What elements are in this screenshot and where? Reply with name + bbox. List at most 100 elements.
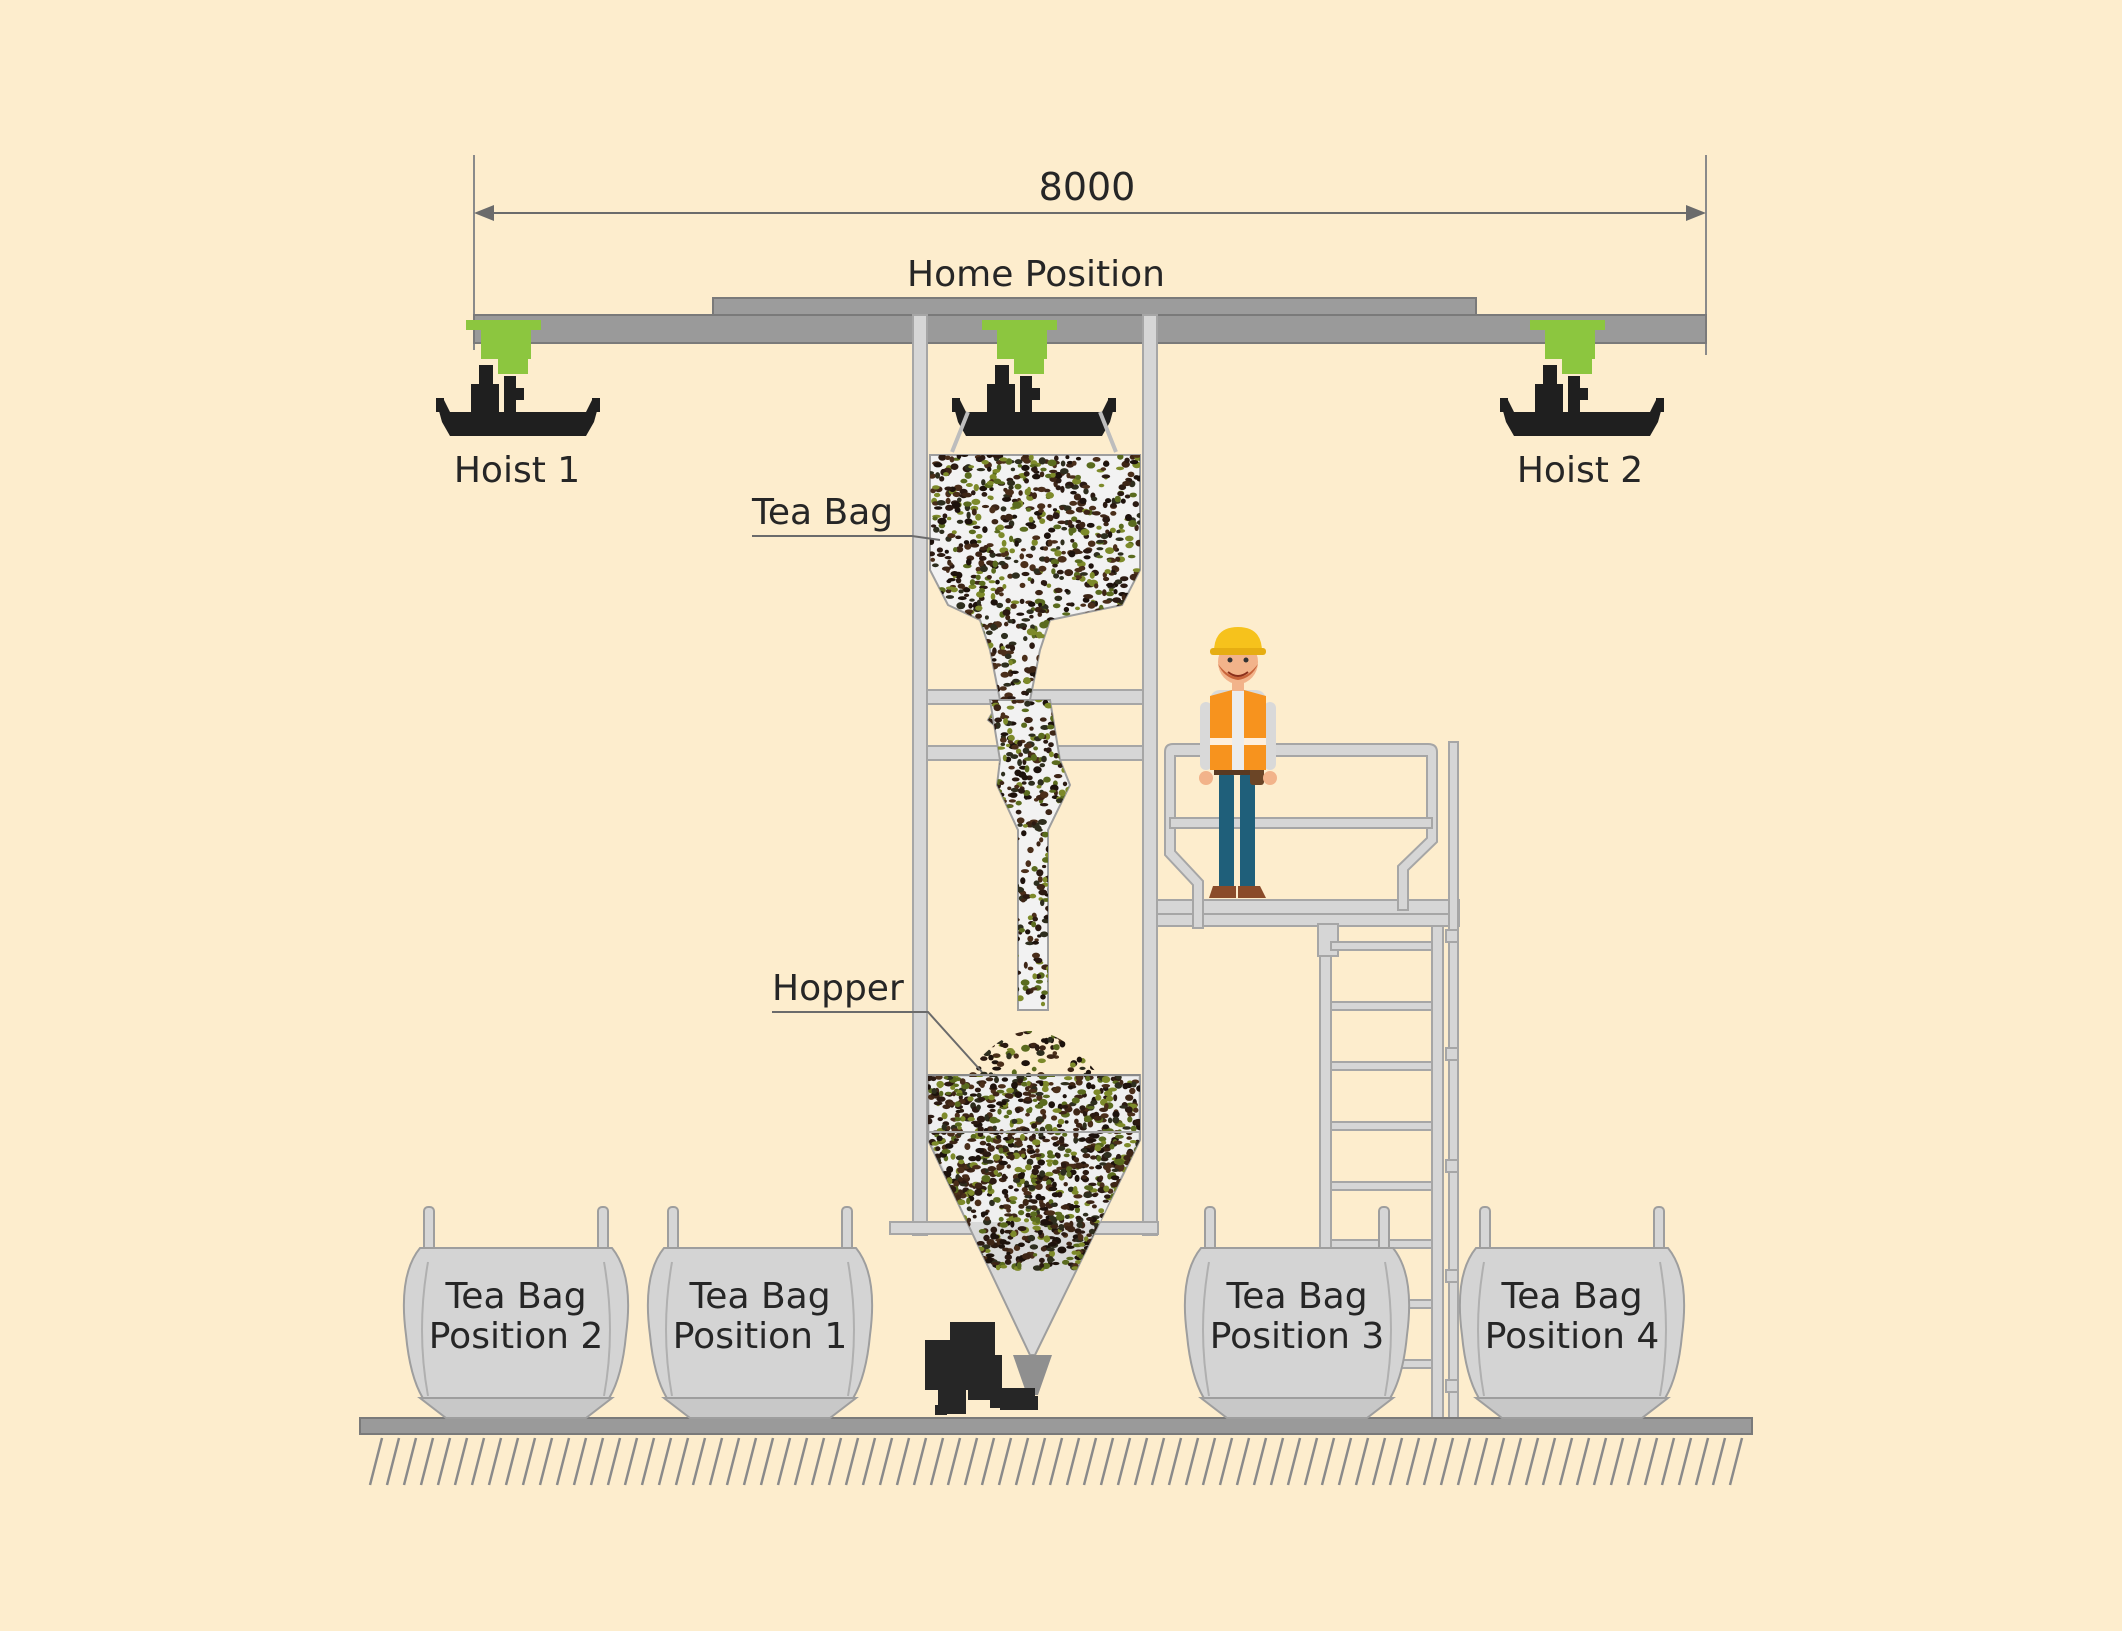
tea-particle [1035,1116,1045,1123]
tea-particle [1017,740,1023,747]
tea-particle [1071,460,1077,466]
tea-particle [1083,1258,1091,1264]
tea-particle [1059,1006,1065,1010]
tea-particle [1074,559,1083,564]
hatch-line [725,1437,741,1486]
tea-particle [944,637,953,643]
tea-particle [935,1195,945,1201]
tea-particle [975,605,983,611]
tea-particle [1061,856,1069,864]
tea-particle [1135,680,1140,686]
tea-particle [1104,569,1111,574]
worker-figure [1199,627,1277,898]
tea-particle [1062,1132,1068,1137]
tea-particle [1071,516,1078,522]
tea-particle [929,1186,935,1192]
tea-particle [1037,819,1047,825]
tea-particle [997,978,1003,983]
tea-particle [929,1259,939,1267]
tea-particle [1032,952,1040,959]
tea-particle [1030,1211,1038,1217]
tea-particle [1026,1080,1031,1087]
tea-particle [1112,597,1122,603]
tea-particle [964,637,970,644]
tea-particle [1123,668,1129,674]
tea-particle [1083,509,1091,515]
tea-particle [947,1101,957,1106]
tea-particle [1048,527,1056,533]
tea-particle [1076,999,1085,1004]
tea-particle [1041,755,1047,763]
tea-particle [1020,1153,1026,1159]
tea-particle [1037,876,1043,883]
tea-particle [938,1251,947,1258]
tea-particle [1087,674,1096,681]
tea-particle [1101,474,1111,479]
tea-particle [999,686,1007,691]
tea-particle [1105,1162,1112,1169]
tea-particle [1078,1242,1085,1247]
hatch-line [1592,1437,1608,1486]
tea-particle [1057,1145,1066,1151]
tea-particle [947,713,953,718]
tea-particle [1021,774,1029,781]
tea-particle [1050,896,1060,902]
hatch-line [1235,1437,1251,1486]
hatch-line [521,1437,537,1486]
tea-particle [1015,1143,1024,1147]
tea-particle [1028,666,1038,673]
tea-particle [1002,973,1010,980]
tea-particle [934,1256,939,1261]
tea-particle [1031,1123,1038,1129]
tea-particle [1024,478,1029,484]
tea-particle [1053,774,1063,779]
tea-particle [1027,915,1033,921]
tea-particle [997,1084,1006,1089]
tea-particle [1104,1194,1111,1199]
tea-particle [1071,1190,1079,1195]
tea-particle [1050,472,1056,478]
tea-particle [959,659,965,665]
tea-particle [973,667,981,672]
overhead-rail: Home Position [473,254,1707,344]
tea-particle [939,476,945,482]
tea-particle [937,1174,945,1181]
tea-particle [980,1211,989,1216]
tea-particle [972,525,981,529]
tea-particle [1049,469,1058,474]
tea-particle [1028,601,1036,607]
tea-particle [931,1088,937,1094]
dimension-8000: 8000 [473,155,1707,355]
tea-particle [990,781,995,787]
tea-particle [980,667,986,673]
tea-particle [1110,648,1115,656]
tea-particle [1089,626,1096,633]
tea-particle [937,650,943,657]
tea-particle [930,599,939,606]
tea-particle [1134,646,1140,651]
tea-particle [944,1215,952,1222]
tea-particle [976,1241,985,1246]
tea-particle [1027,1234,1036,1242]
tea-particle [992,1053,1001,1058]
tea-particle [1134,684,1140,689]
tea-particle [957,1199,966,1206]
tea-particle [975,551,983,557]
tea-particle [975,1014,980,1018]
tea-particle [930,676,937,682]
tea-particle [1037,661,1046,669]
tea-particle [954,1112,960,1119]
tea-particle [1005,968,1012,974]
tea-particle [1065,455,1070,460]
tea-particle [1132,624,1139,629]
tea-particle [1013,1245,1021,1251]
tea-particle [1064,1225,1069,1231]
tea-particle [1124,1143,1131,1148]
tea-particle [1007,786,1012,791]
tea-particle [954,484,963,491]
discharge-pipe [988,699,1072,1011]
tea-particle [1113,654,1120,662]
tea-particle [1107,558,1112,563]
tea-particle [1060,1168,1067,1176]
tea-particle [1045,1022,1051,1028]
